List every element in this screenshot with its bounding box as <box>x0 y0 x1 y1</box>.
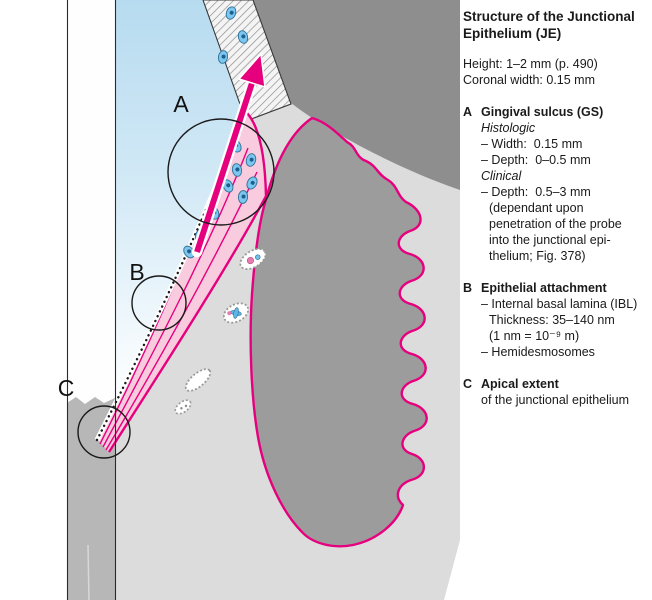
tissue-vessel-sections <box>174 248 267 415</box>
section-c: C Apical extent of the junctional epithe… <box>463 376 648 408</box>
panel-title: Structure of the Junctional Epithelium (… <box>463 8 648 42</box>
text-line: Clinical <box>481 169 522 183</box>
text-line: – Internal basal lamina (IBL) <box>481 297 638 311</box>
vessel-section <box>174 399 192 415</box>
probe-direction-arrow <box>191 52 266 258</box>
text-line: (1 nm = 10⁻⁹ m) <box>489 329 580 343</box>
text-line: Height: 1–2 mm (p. 490) <box>463 57 598 71</box>
info-panel: Structure of the Junctional Epithelium (… <box>460 0 652 600</box>
diagram-label-c: C <box>58 375 75 401</box>
junctional-epithelium-band <box>96 112 266 452</box>
connective-tissue-upper-mass <box>253 0 460 190</box>
vessel-section <box>184 368 212 392</box>
section-heading-text: Apical extent <box>481 377 559 391</box>
epithelial-cells <box>183 6 258 259</box>
gingival-sulcus-region <box>116 0 247 402</box>
text-line: thelium; Fig. 378) <box>489 249 586 263</box>
plaque-hatched-wedge <box>202 0 292 122</box>
epithelial-cell <box>225 6 237 20</box>
section-heading-text: Gingival sulcus (GS) <box>481 105 604 119</box>
text-line: (dependant upon <box>489 201 584 215</box>
section-heading: A Gingival sulcus (GS) <box>463 104 648 120</box>
text-line: – Hemidesmosomes <box>481 345 595 359</box>
section-b: B Epithelial attachment – Internal basal… <box>463 280 648 360</box>
epithelial-cell <box>231 163 243 177</box>
text-line: Thickness: 35–140 nm <box>489 313 615 327</box>
section-heading: B Epithelial attachment <box>463 280 648 296</box>
text-line: – Depth: 0–0.5 mm <box>481 153 591 167</box>
text-line: Histologic <box>481 121 536 135</box>
tooth-root-region <box>67 397 115 600</box>
diagram-label-a: A <box>173 91 189 117</box>
section-letter: B <box>463 281 473 295</box>
text-line: into the junctional epi- <box>489 233 611 247</box>
epithelial-cell <box>245 153 257 167</box>
text-line: – Depth: 0.5–3 mm <box>481 185 591 199</box>
text-line: – Width: 0.15 mm <box>481 137 583 151</box>
vessel-section <box>239 248 267 270</box>
section-heading-text: Epithelial attachment <box>481 281 607 295</box>
text-line: of the junctional epithelium <box>481 393 630 407</box>
text-line: penetration of the probe <box>489 217 622 231</box>
connective-tissue-papilla <box>249 116 428 548</box>
epithelial-cell <box>237 30 249 44</box>
title-line: Structure of the Junctional <box>463 9 635 24</box>
epithelial-cell <box>222 179 234 193</box>
vessel-section <box>222 302 250 324</box>
section-body: of the junctional epithelium <box>463 392 648 408</box>
epithelial-cell <box>246 176 258 190</box>
section-body: – Internal basal lamina (IBL) Thickness:… <box>463 296 648 360</box>
callout-circle-c <box>77 405 131 459</box>
text-line: Coronal width: 0.15 mm <box>463 73 596 87</box>
root-crack-line <box>87 544 90 600</box>
je-diagram: A B C <box>57 0 460 600</box>
external-basal-lamina-line <box>107 111 268 453</box>
title-line: Epithelium (JE) <box>463 26 562 41</box>
callout-circle-a <box>167 118 275 226</box>
section-letter: C <box>463 377 473 391</box>
je-diagram-figure: A B C <box>57 0 460 600</box>
section-a: A Gingival sulcus (GS) Histologic – Widt… <box>463 104 648 264</box>
section-heading: C Apical extent <box>463 376 648 392</box>
epithelial-cell <box>237 190 249 204</box>
callout-circle-b <box>131 275 187 331</box>
section-body: Histologic – Width: 0.15 mm – Depth: 0–0… <box>463 120 648 264</box>
intro-block: Height: 1–2 mm (p. 490) Coronal width: 0… <box>463 56 648 88</box>
section-letter: A <box>463 105 473 119</box>
diagram-label-b: B <box>129 259 144 285</box>
epithelial-cell <box>217 50 229 64</box>
